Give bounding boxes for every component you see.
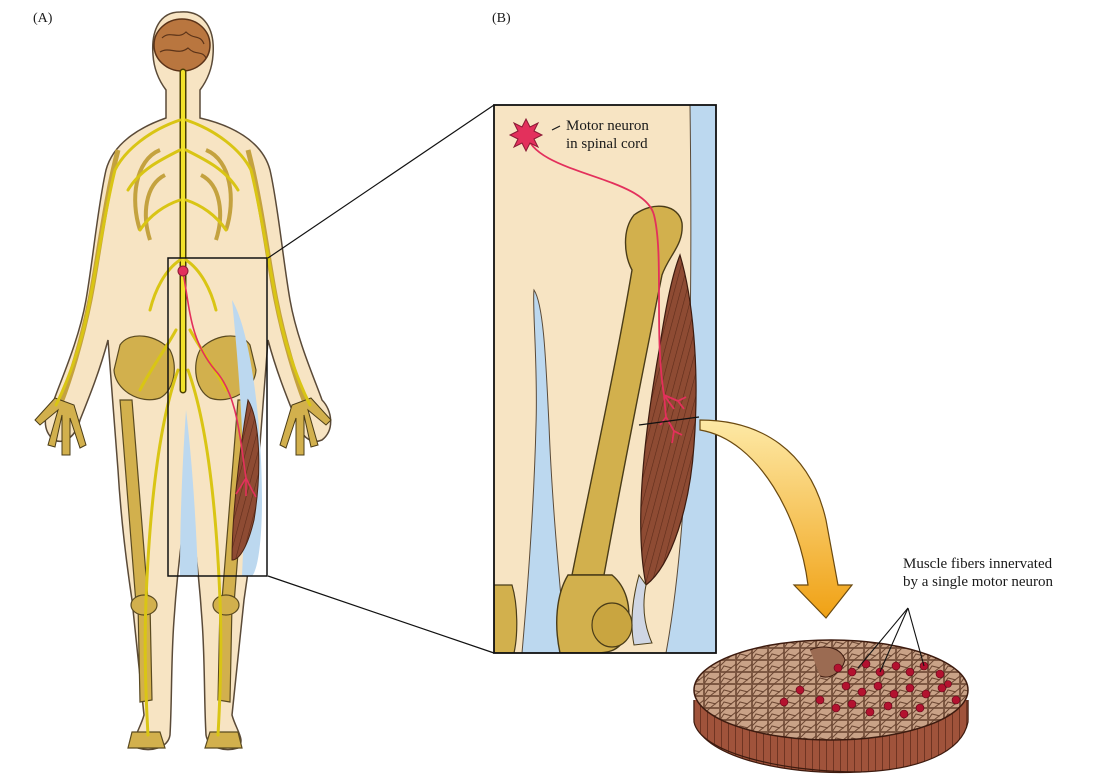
muscle-fibers-label-line1: Muscle fibers innervated bbox=[903, 555, 1052, 573]
body-outline bbox=[45, 12, 330, 750]
muscle-fibers-label-line2: by a single motor neuron bbox=[903, 573, 1053, 591]
brain bbox=[154, 19, 210, 71]
muscle-cross-section bbox=[694, 608, 968, 772]
motor-neuron-cell-b bbox=[510, 119, 542, 151]
panel-b bbox=[494, 105, 716, 653]
body-figure bbox=[35, 12, 331, 750]
motor-neuron-cell-a bbox=[178, 266, 188, 276]
zoom-arrow bbox=[700, 420, 852, 618]
panel-a-label: (A) bbox=[33, 10, 52, 28]
motor-neuron-label-line1: Motor neuron bbox=[566, 117, 649, 135]
motor-neuron-label-line2: in spinal cord bbox=[566, 135, 648, 153]
panel-b-label: (B) bbox=[492, 10, 511, 28]
